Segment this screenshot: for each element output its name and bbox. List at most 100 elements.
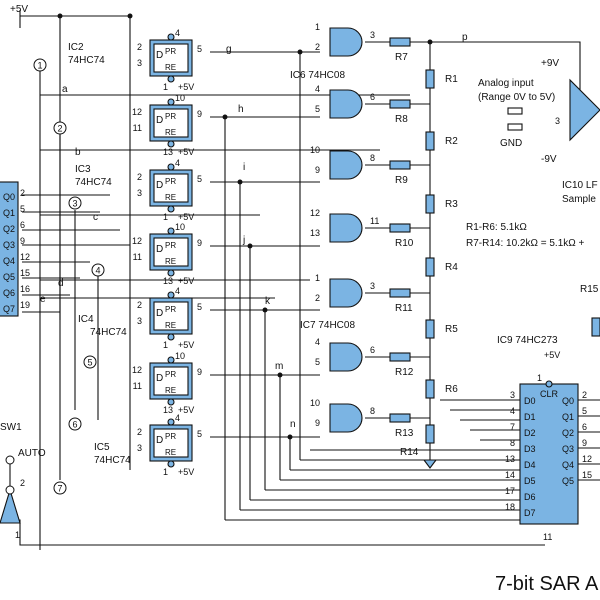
- resistor: [425, 131, 435, 151]
- ic9-output-number: 2: [582, 390, 587, 400]
- ic7-label: IC7 74HC08: [300, 320, 355, 331]
- ff-pin: 12: [132, 365, 142, 375]
- resistor: [389, 352, 411, 362]
- resistor-label: R12: [395, 367, 414, 378]
- diagram-title: 7-bit SAR A: [495, 573, 599, 595]
- and-pin: 9: [315, 418, 320, 428]
- junction-dot: [262, 307, 268, 313]
- junction-dot: [127, 13, 133, 19]
- ff-pin: 13: [163, 276, 173, 286]
- ff-pin: 9: [197, 109, 202, 119]
- ff-d: D: [156, 435, 163, 446]
- and-pin: 3: [370, 30, 375, 40]
- and-pin: 2: [315, 293, 320, 303]
- connector-number: 5: [87, 358, 92, 368]
- resistor-label: R5: [445, 324, 458, 335]
- ff-pin: 5: [197, 302, 202, 312]
- and-gate: [329, 27, 363, 57]
- node-label: i: [243, 162, 245, 173]
- connector-circle: [33, 58, 47, 72]
- ic9-clr-pin: 1: [537, 373, 542, 383]
- resistor-label: R13: [395, 428, 414, 439]
- junction-dot: [287, 434, 293, 440]
- connector-circle: [53, 481, 67, 495]
- node-label: n: [290, 419, 296, 430]
- bus-label: e: [40, 294, 46, 305]
- ic9-input-number: 17: [505, 486, 515, 496]
- resistor: [425, 194, 435, 214]
- resistor: [389, 37, 411, 47]
- ic9-input-number: 7: [510, 422, 515, 432]
- ic9-clr: CLR: [540, 389, 559, 399]
- and-pin: 8: [370, 406, 375, 416]
- ff-pin: 10: [175, 93, 185, 103]
- resistor-label: R9: [395, 175, 408, 186]
- vcc-top-label: +5V: [10, 4, 28, 15]
- resistor: [425, 319, 435, 339]
- ic5-label: IC5: [94, 442, 110, 453]
- ic9-input-name: D1: [524, 412, 536, 422]
- ff-d: D: [156, 115, 163, 126]
- and-gate: [329, 403, 363, 433]
- ff-vcc: +5V: [178, 147, 194, 157]
- and-pin: 6: [370, 92, 375, 102]
- ff-pin: 4: [175, 158, 180, 168]
- ic3-part: 74HC74: [75, 177, 112, 188]
- ic9-output-name: Q2: [562, 428, 574, 438]
- ff-pin: 1: [163, 467, 168, 477]
- junction-dot: [237, 179, 243, 185]
- ff-pin: 9: [197, 367, 202, 377]
- ic6-label: IC6 74HC08: [290, 70, 345, 81]
- ground-arrow: [422, 459, 438, 469]
- ff-pin: 11: [133, 123, 142, 133]
- ic-pin-number: 12: [20, 252, 30, 262]
- bus-label: b: [75, 147, 81, 158]
- ff-pin: 13: [163, 147, 173, 157]
- ic9-input-number: 3: [510, 390, 515, 400]
- ic-pin-name: Q4: [3, 256, 15, 266]
- ff-pin: 3: [137, 443, 142, 453]
- ic9-input-number: 13: [505, 454, 515, 464]
- connector-circle: [53, 121, 67, 135]
- resistor-label: R3: [445, 199, 458, 210]
- flip-flop: [149, 227, 193, 277]
- connector-number: 7: [57, 484, 62, 494]
- ic3-label: IC3: [75, 164, 91, 175]
- and-gate: [329, 89, 363, 119]
- resistor: [389, 288, 411, 298]
- and-pin: 10: [310, 398, 320, 408]
- node-label: j: [242, 235, 245, 246]
- ic-pin-name: Q2: [3, 224, 15, 234]
- analog-input-label: Analog input: [478, 78, 534, 89]
- ic9-input-name: D7: [524, 508, 536, 518]
- resistor: [389, 223, 411, 233]
- ic-pin-name: Q0: [3, 192, 15, 202]
- ic9-input-name: D3: [524, 444, 536, 454]
- flip-flop: [149, 33, 193, 83]
- bus-label: a: [62, 84, 68, 95]
- flip-flop: [149, 98, 193, 148]
- ic9-output-number: 15: [582, 470, 592, 480]
- and-pin: 6: [370, 345, 375, 355]
- resistor-label: R14: [400, 447, 419, 458]
- resistor: [425, 379, 435, 399]
- ff-pin: 1: [163, 82, 168, 92]
- ff-pin: 5: [197, 174, 202, 184]
- counter-ic: [0, 181, 19, 317]
- ic5-part: 74HC74: [94, 455, 131, 466]
- ff-pin: 4: [175, 413, 180, 423]
- junction-dot: [297, 49, 303, 55]
- ff-re: RE: [165, 257, 176, 266]
- ff-pin: 2: [137, 300, 142, 310]
- ic-pin-number: 5: [20, 204, 25, 214]
- ic-pin-number: 15: [20, 268, 30, 278]
- node-label: m: [275, 361, 283, 372]
- ff-pin: 11: [133, 252, 142, 262]
- ff-pin: 2: [137, 42, 142, 52]
- ic9-input-name: D6: [524, 492, 536, 502]
- ic-pin-number: 6: [20, 220, 25, 230]
- junction-dot: [247, 243, 253, 249]
- r15-label: R15: [580, 284, 599, 295]
- and-pin: 11: [370, 216, 379, 226]
- ff-pin: 12: [132, 107, 142, 117]
